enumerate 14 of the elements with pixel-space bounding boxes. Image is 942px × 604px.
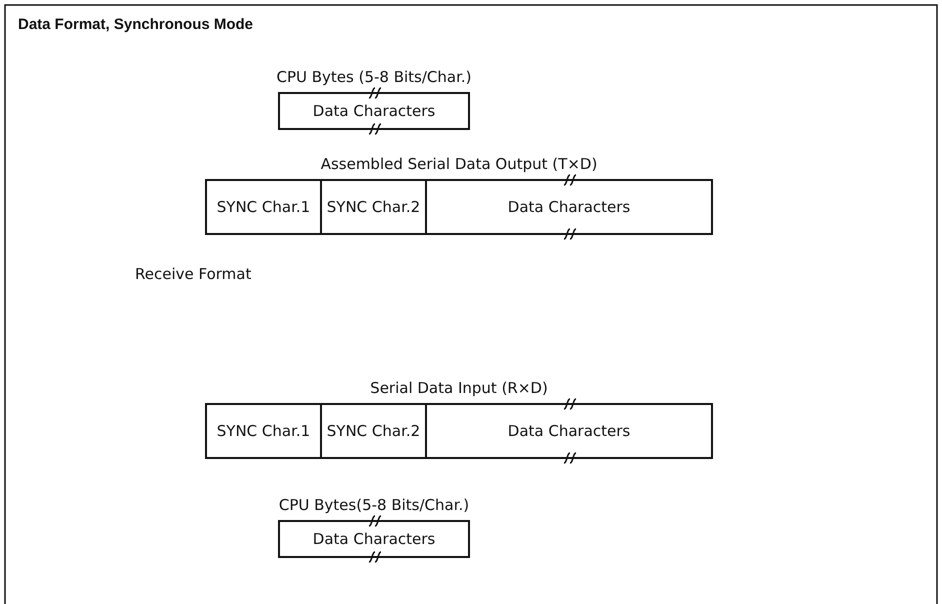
field-text: Data Characters xyxy=(312,102,436,120)
field-text: SYNC Char.2 xyxy=(326,422,420,440)
diagram-title: Data Format, Synchronous Mode xyxy=(18,16,254,33)
block-heading: Serial Data Input (R×D) xyxy=(370,379,548,397)
block-heading: CPU Bytes (5-8 Bits/Char.) xyxy=(276,68,472,86)
block-heading: CPU Bytes(5-8 Bits/Char.) xyxy=(278,496,470,514)
section-label: Receive Format xyxy=(135,265,252,283)
block-heading: Assembled Serial Data Output (T×D) xyxy=(320,155,598,173)
field-text: Data Characters xyxy=(312,530,436,548)
field-text: Data Characters xyxy=(508,422,630,440)
field-text: Data Characters xyxy=(508,198,630,216)
field-text: SYNC Char.1 xyxy=(216,198,310,216)
field-text: SYNC Char.2 xyxy=(326,198,420,216)
field-text: SYNC Char.1 xyxy=(216,422,310,440)
